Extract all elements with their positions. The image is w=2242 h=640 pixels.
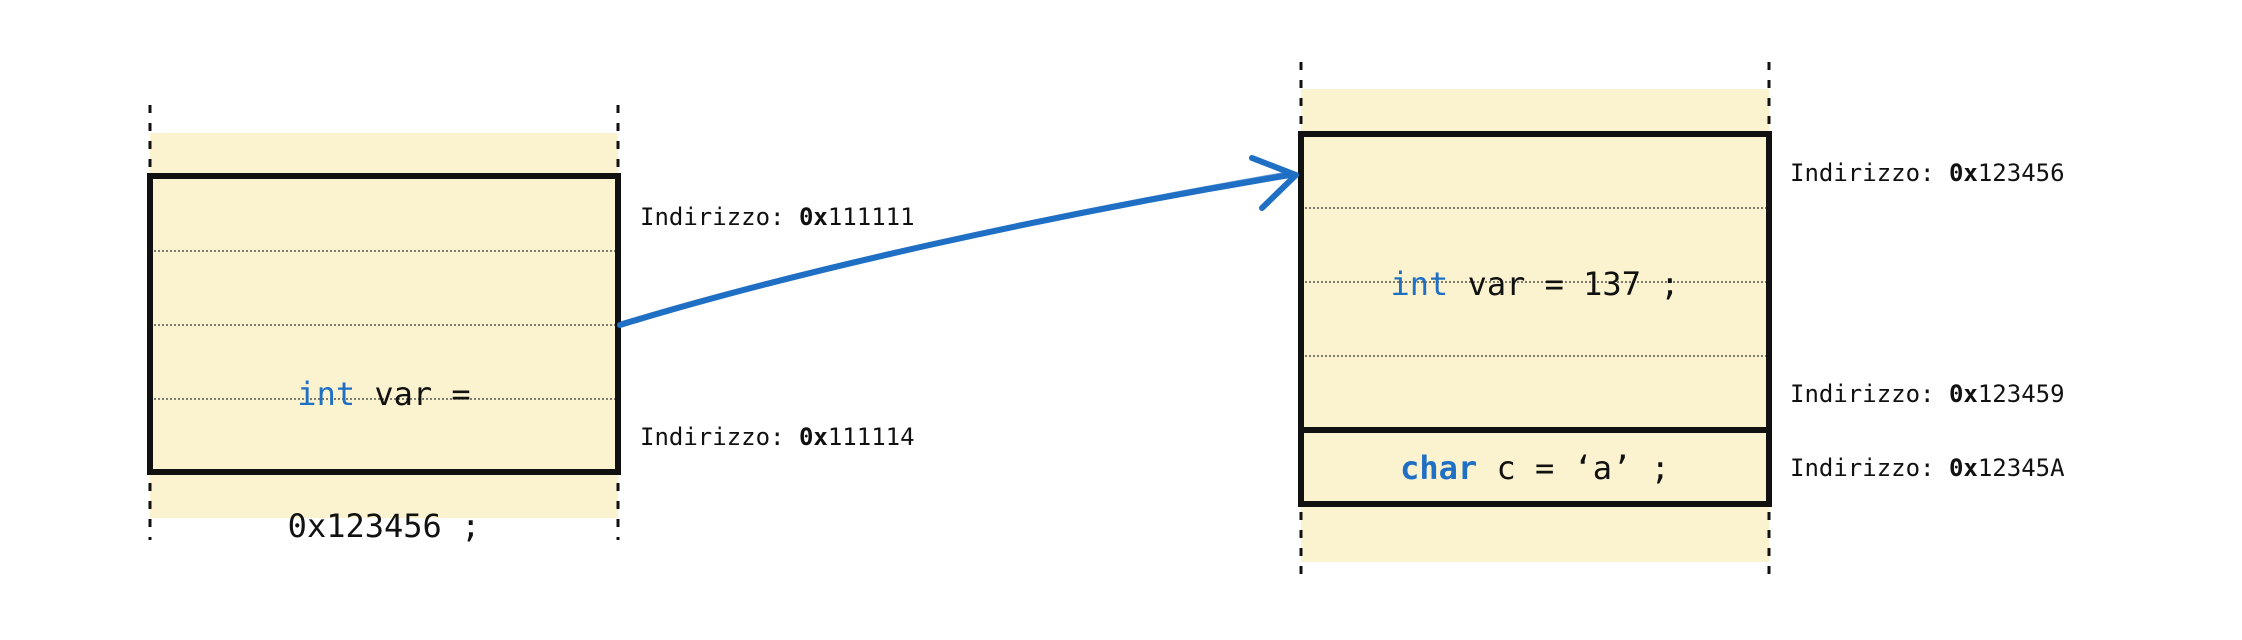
int-keyword: int <box>1390 265 1449 303</box>
right-address-1: Indirizzo: 0x123456 <box>1790 158 2065 188</box>
address-label: Indirizzo: <box>1790 380 1949 408</box>
left-code-line1-rest: var = <box>355 375 471 413</box>
address-prefix: 0x <box>1948 380 1978 408</box>
right-int-code: int var = 137 ; <box>1301 262 1769 306</box>
address-prefix: 0x <box>798 423 828 451</box>
pointer-arrow-shaft-texture <box>621 171 1291 323</box>
right-address-3: Indirizzo: 0x12345A <box>1790 453 2065 483</box>
left-code-line2: 0x123456 ; <box>287 507 481 545</box>
right-memory-background <box>1301 89 1769 562</box>
left-address-bottom: Indirizzo: 0x111114 <box>640 422 915 452</box>
right-memory-block <box>1298 62 1772 580</box>
pointer-arrow <box>617 155 1299 328</box>
address-value: 111111 <box>827 203 915 231</box>
address-label: Indirizzo: <box>1790 454 1949 482</box>
address-label: Indirizzo: <box>640 423 799 451</box>
address-value: 111114 <box>827 423 915 451</box>
address-label: Indirizzo: <box>640 203 799 231</box>
address-prefix: 0x <box>1948 159 1978 187</box>
left-code-text: int var = 0x123456 ; <box>150 284 618 592</box>
right-char-code-rest: c = ‘a’ ; <box>1477 449 1670 487</box>
right-int-code-rest: var = 137 ; <box>1448 265 1680 303</box>
int-keyword: int <box>297 375 356 413</box>
pointer-arrow-shaft <box>617 172 1293 328</box>
left-address-top: Indirizzo: 0x111111 <box>640 202 915 232</box>
address-label: Indirizzo: <box>1790 159 1949 187</box>
address-prefix: 0x <box>1948 454 1978 482</box>
char-keyword: char <box>1400 449 1478 487</box>
left-memory-block <box>147 105 621 540</box>
pointer-arrowhead <box>1249 155 1299 211</box>
address-value: 123456 <box>1977 159 2065 187</box>
right-char-cell <box>1298 427 1772 507</box>
address-prefix: 0x <box>798 203 828 231</box>
address-value: 12345A <box>1977 454 2065 482</box>
left-code-line1: int var = <box>150 372 618 416</box>
address-value: 123459 <box>1977 380 2065 408</box>
right-char-code: char c = ‘a’ ; <box>1301 446 1769 490</box>
right-address-2: Indirizzo: 0x123459 <box>1790 379 2065 409</box>
